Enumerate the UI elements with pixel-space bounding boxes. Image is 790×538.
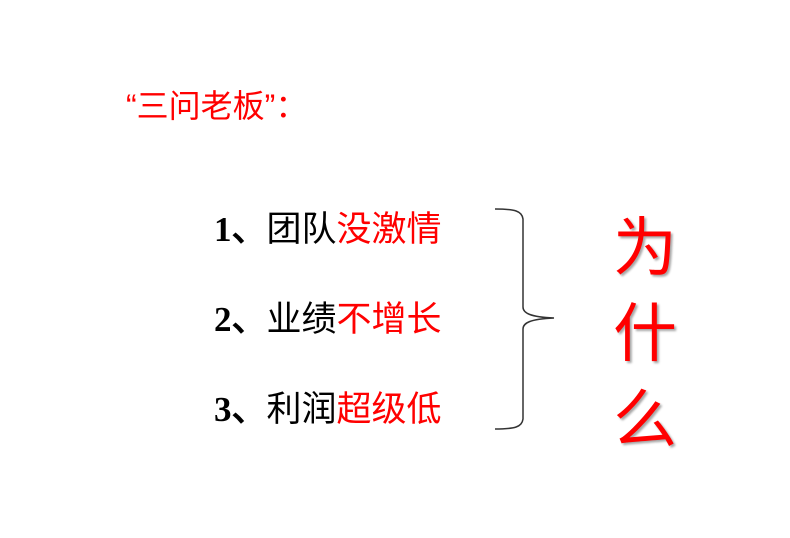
list-item: 3、利润超级低 — [214, 388, 442, 432]
why-vertical-text: 为 什 么 — [605, 205, 685, 463]
item-number: 1、 — [214, 210, 267, 249]
why-char: 为 — [613, 212, 677, 284]
list-item: 1、团队没激情 — [214, 208, 442, 252]
item-subject: 业绩 — [266, 300, 337, 339]
item-problem: 不增长 — [336, 300, 442, 339]
why-char: 什 — [613, 298, 677, 370]
item-subject: 利润 — [266, 390, 337, 429]
right-brace-icon — [494, 208, 555, 430]
item-number: 3、 — [214, 390, 267, 429]
item-problem: 超级低 — [336, 390, 442, 429]
item-problem: 没激情 — [336, 210, 442, 249]
why-char: 么 — [613, 384, 677, 456]
slide-title: “三问老板”： — [126, 88, 308, 124]
list-item: 2、业绩不增长 — [214, 298, 442, 342]
item-number: 2、 — [214, 300, 267, 339]
item-subject: 团队 — [266, 210, 337, 249]
